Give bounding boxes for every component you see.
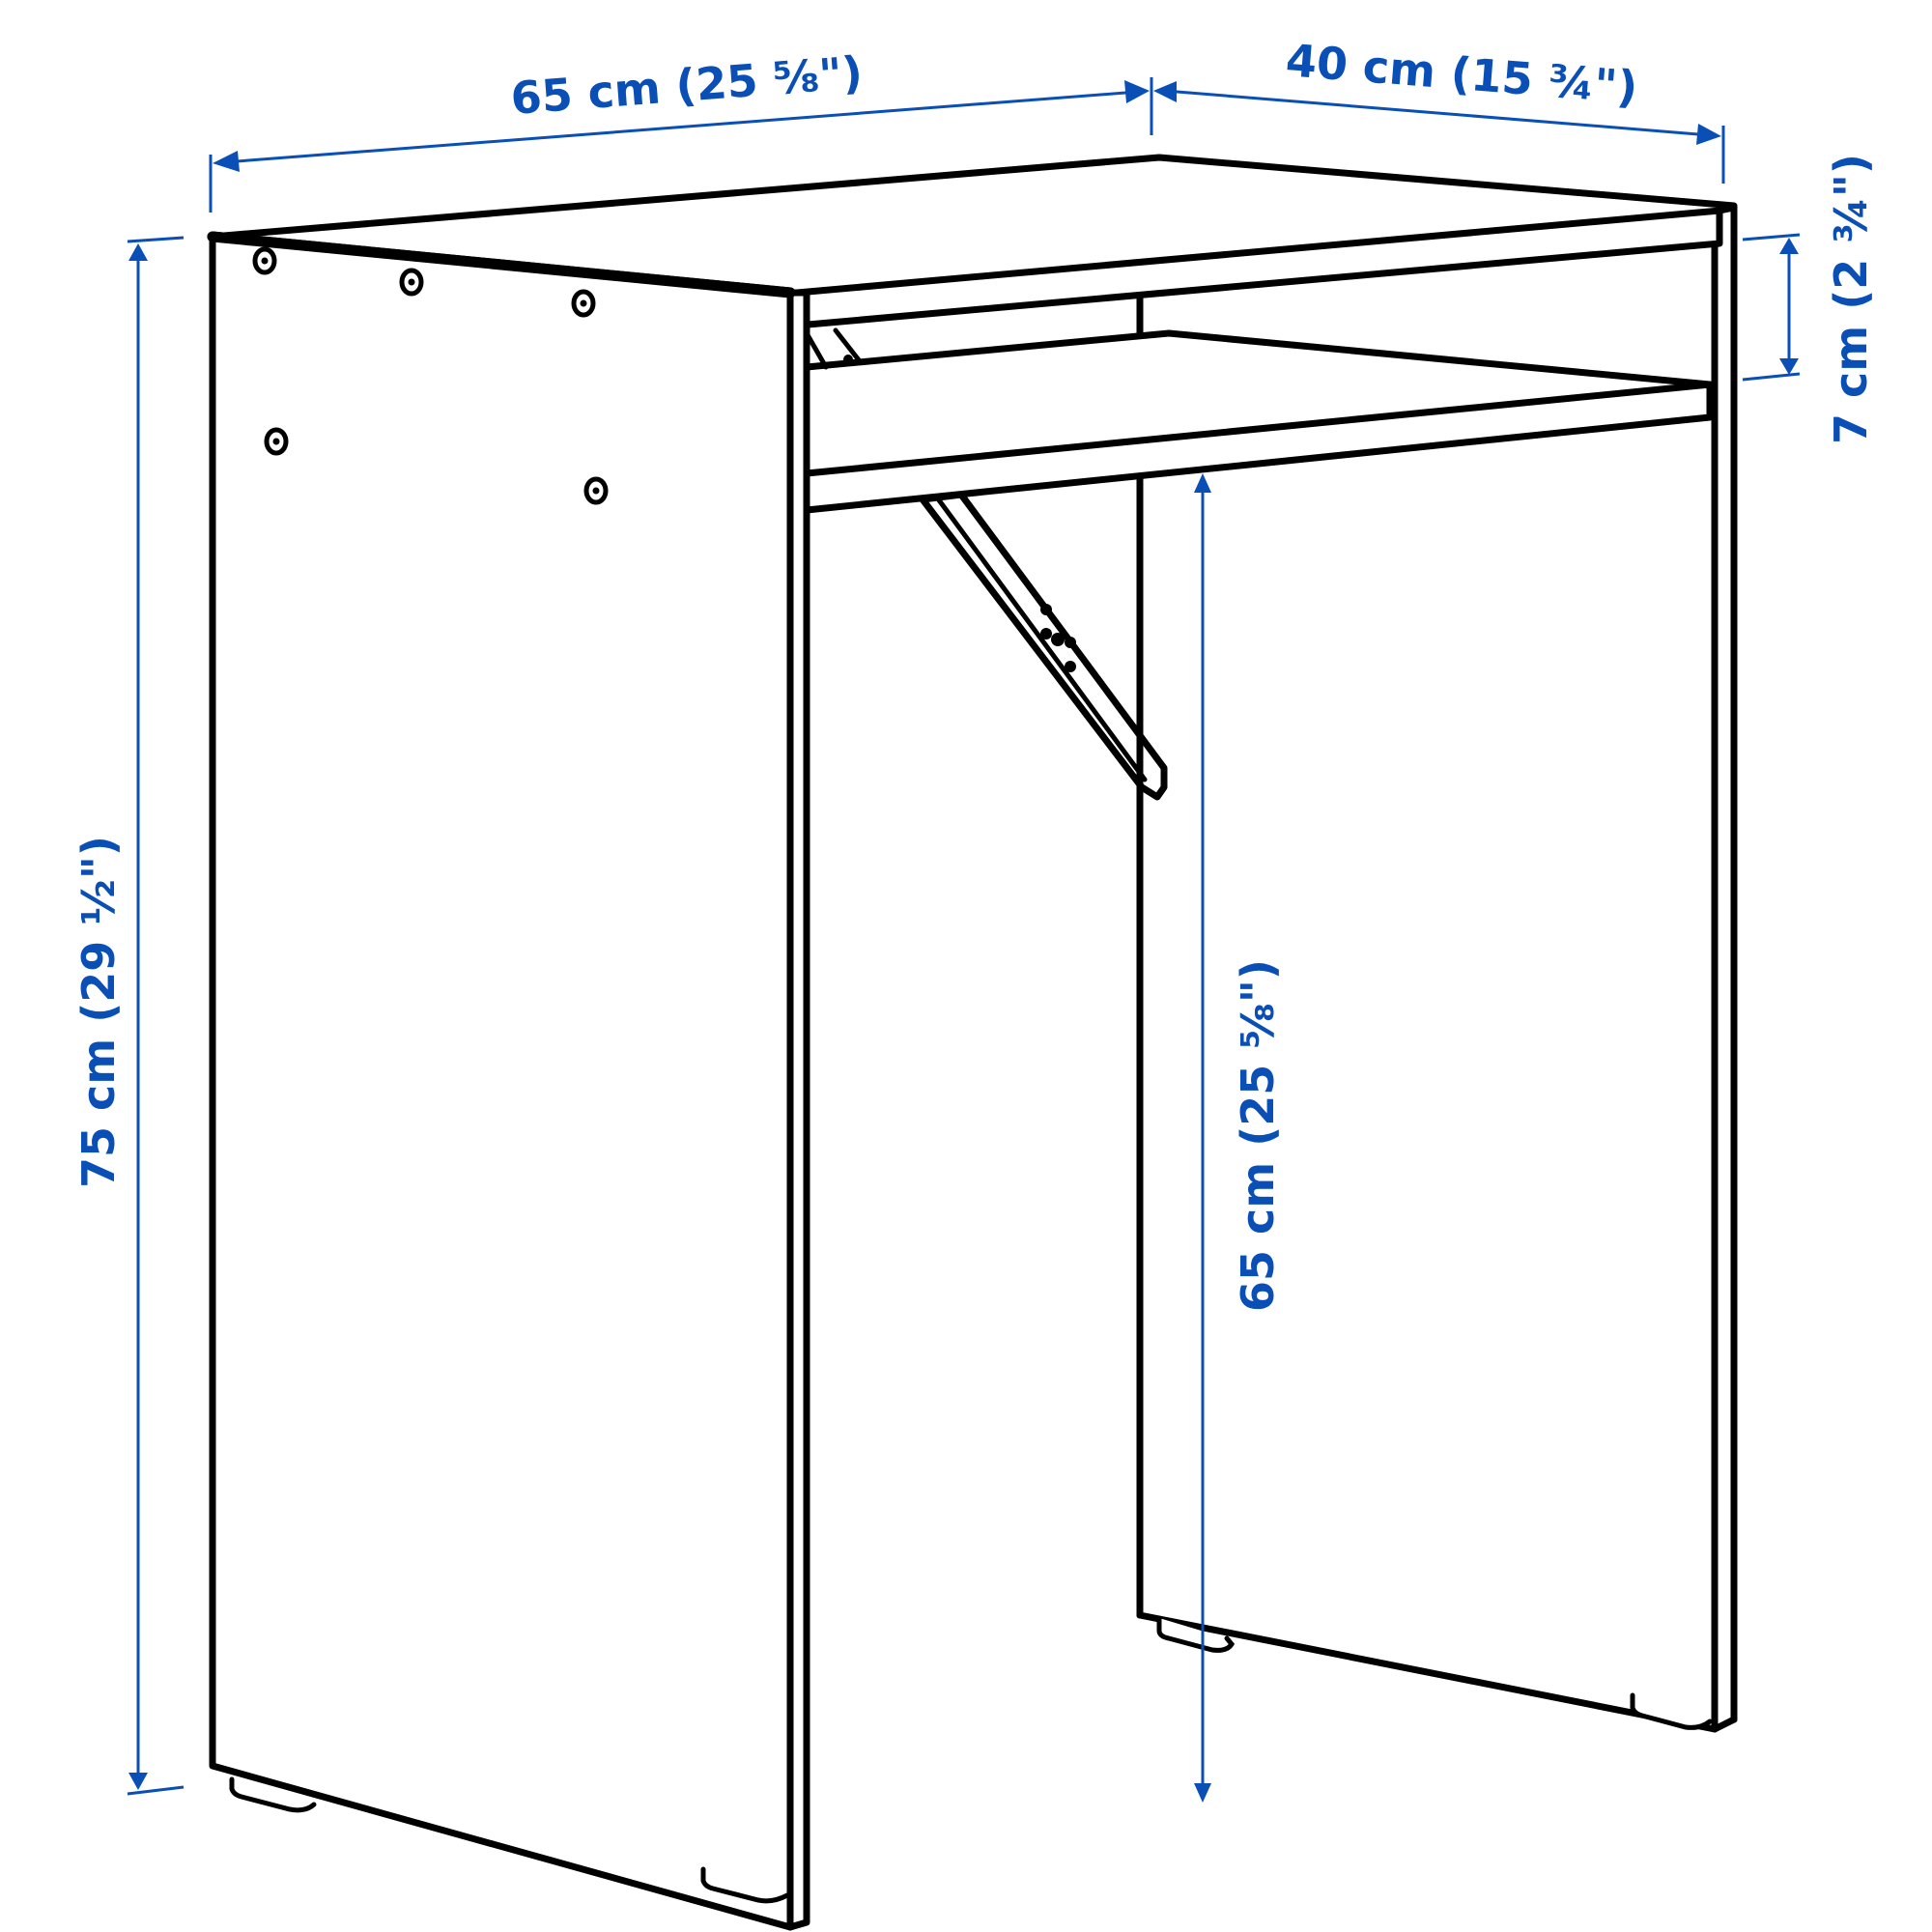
foot-right-back [1630, 1692, 1713, 1730]
foot-left-front [229, 1776, 317, 1813]
dimension-depth-label: 40 cm (15 ¾") [1284, 34, 1639, 113]
foot-right-front [1156, 1615, 1236, 1653]
dimension-height: 75 cm (29 ½") [72, 236, 185, 1796]
dimension-top-thickness-label: 7 cm (2 ¾") [1825, 154, 1877, 444]
screw-caps [252, 246, 609, 505]
dimension-clearance-label: 65 cm (25 ⅝") [1232, 959, 1284, 1312]
diagonal-support-bracket [919, 491, 1168, 801]
dimension-height-label: 75 cm (29 ½") [72, 836, 125, 1188]
foot-left-back [700, 1866, 790, 1904]
left-side-panel [207, 231, 810, 1931]
dimension-top-thickness: 7 cm (2 ¾") [1742, 154, 1877, 444]
dimension-clearance: 65 cm (25 ⅝") [1194, 473, 1284, 1803]
dimension-width-label: 65 cm (25 ⅝") [509, 46, 865, 125]
lower-shelf [803, 329, 1714, 514]
